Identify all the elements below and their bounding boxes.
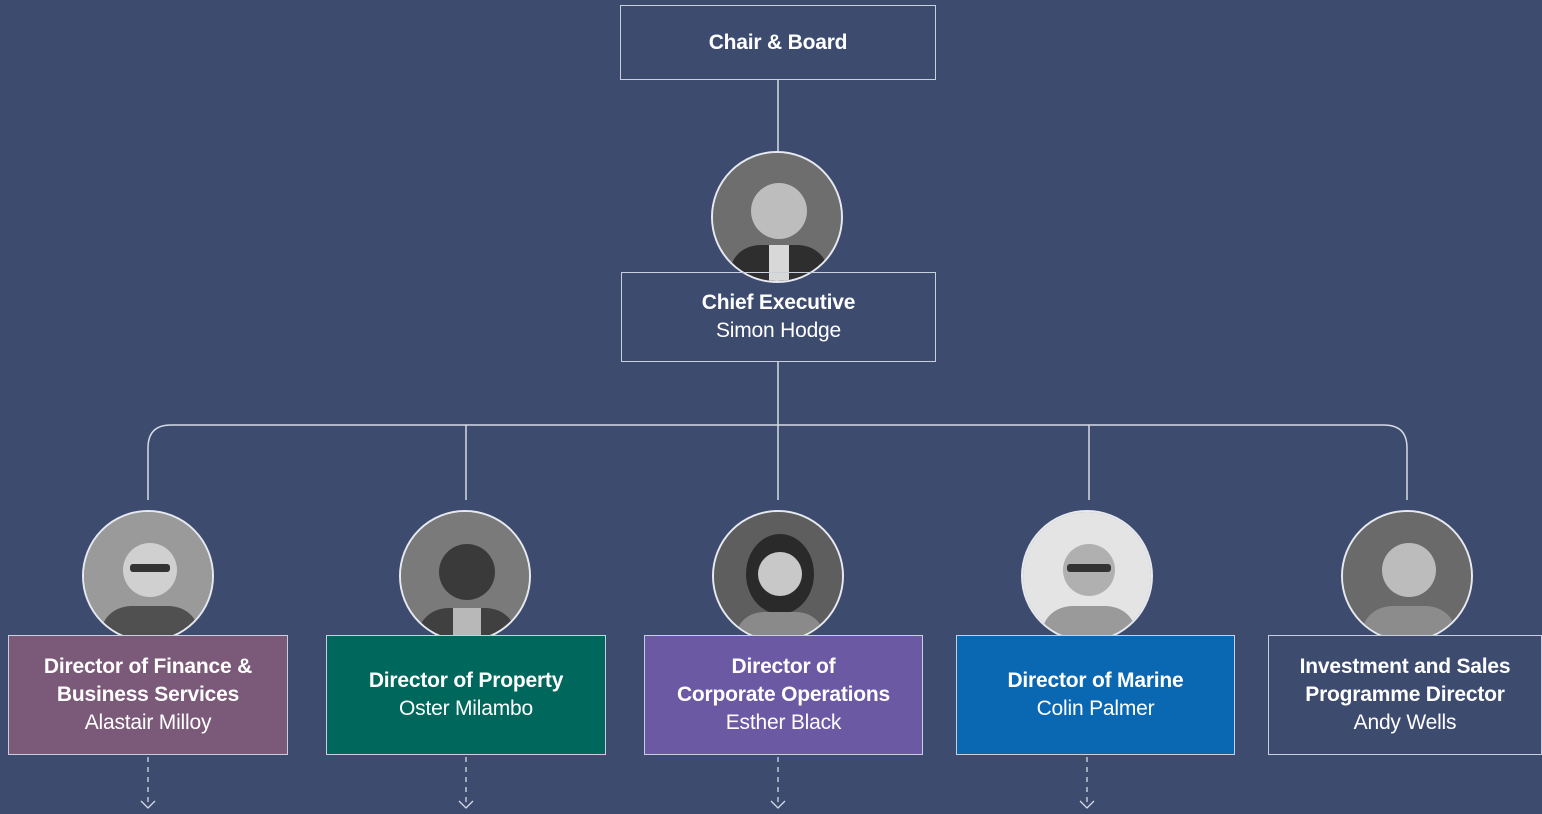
connector-horizontal-bar xyxy=(147,424,1408,500)
corporate-operations-title-line-2: Corporate Operations xyxy=(676,683,891,706)
finance-box: Director of Finance & Business Services … xyxy=(8,635,288,755)
chief-name: Simon Hodge xyxy=(715,319,842,342)
marine-avatar-portrait-icon xyxy=(1021,510,1153,642)
investment-sales-title-line-2: Programme Director xyxy=(1305,683,1505,706)
dashed-arrow-corporate-operations xyxy=(770,757,786,809)
corporate-operations-avatar-portrait-icon xyxy=(712,510,844,642)
finance-title-line-2: Business Services xyxy=(56,683,240,706)
corporate-operations-title: Director of Corporate Operations xyxy=(677,653,890,709)
investment-sales-avatar-portrait-icon xyxy=(1341,510,1473,642)
marine-box: Director of Marine Colin Palmer xyxy=(956,635,1235,755)
chief-title: Chief Executive xyxy=(701,291,856,314)
investment-sales-name: Andy Wells xyxy=(1353,711,1457,734)
investment-sales-title: Investment and Sales Programme Director xyxy=(1300,653,1511,709)
marine-title: Director of Marine xyxy=(1007,667,1183,695)
property-title: Director of Property xyxy=(368,667,564,695)
corporate-operations-title-line-1: Director of xyxy=(731,655,836,678)
finance-title: Director of Finance & Business Services xyxy=(44,653,252,709)
finance-title-line-1: Director of Finance & xyxy=(43,655,253,678)
investment-sales-box: Investment and Sales Programme Director … xyxy=(1268,635,1542,755)
marine-title-line-1: Director of Marine xyxy=(1007,669,1184,692)
dashed-arrow-property xyxy=(458,757,474,809)
marine-name: Colin Palmer xyxy=(1036,697,1155,720)
finance-name: Alastair Milloy xyxy=(84,711,212,734)
board-title: Chair & Board xyxy=(708,30,848,54)
property-avatar-portrait-icon xyxy=(399,510,531,642)
corporate-operations-name: Esther Black xyxy=(725,711,842,734)
investment-sales-title-line-1: Investment and Sales xyxy=(1299,655,1511,678)
property-name: Oster Milambo xyxy=(399,697,533,720)
board-box: Chair & Board xyxy=(620,5,936,80)
dashed-arrow-finance xyxy=(140,757,156,809)
chief-avatar-portrait-icon xyxy=(711,151,843,283)
dashed-arrow-marine xyxy=(1079,757,1095,809)
finance-avatar-portrait-icon xyxy=(82,510,214,642)
corporate-operations-box: Director of Corporate Operations Esther … xyxy=(644,635,923,755)
property-title-line-1: Director of Property xyxy=(368,669,564,692)
property-box: Director of Property Oster Milambo xyxy=(326,635,606,755)
chief-box: Chief Executive Simon Hodge xyxy=(621,272,936,362)
